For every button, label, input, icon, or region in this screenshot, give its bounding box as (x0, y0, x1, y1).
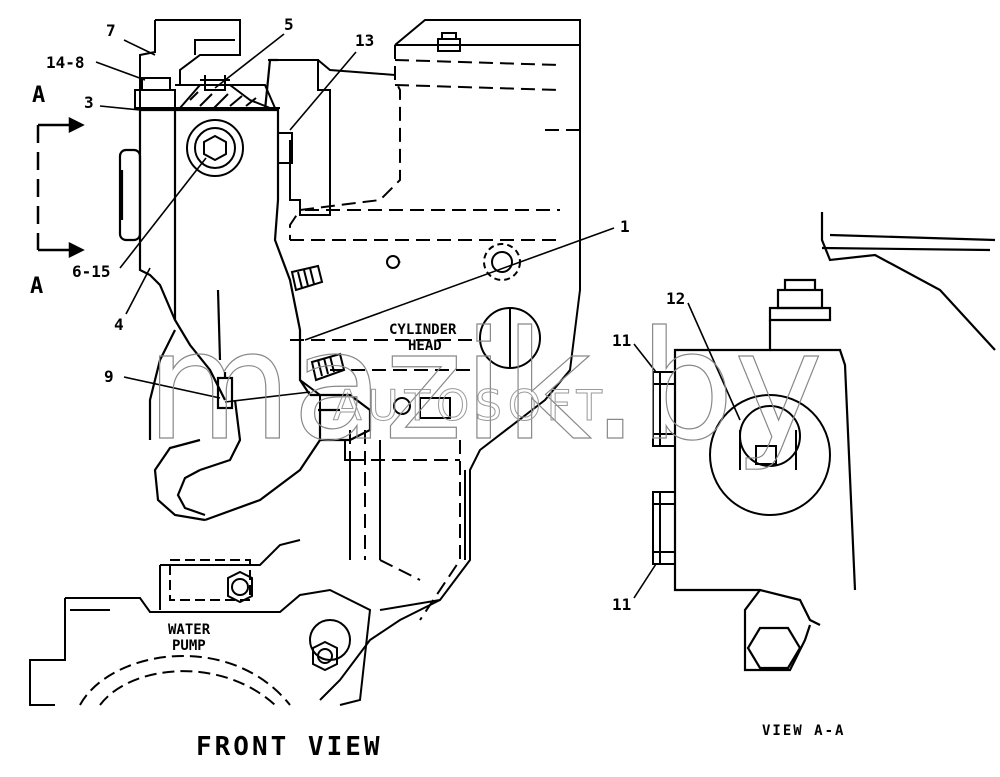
callout-14-8: 14-8 (46, 53, 85, 72)
note-cylinder: CYLINDER (389, 322, 457, 338)
note-water: WATER (168, 622, 211, 638)
view-aa-title: VIEW A-A (762, 723, 845, 739)
callout-6-15: 6-15 (72, 262, 111, 281)
callout-11-top: 11 (612, 331, 631, 350)
note-pump: PUMP (172, 638, 206, 654)
callout-9: 9 (104, 367, 114, 386)
callout-12: 12 (666, 289, 685, 308)
section-label-a-bottom: A (30, 274, 43, 299)
callout-5: 5 (284, 15, 294, 34)
section-label-a-top: A (32, 83, 45, 108)
callout-3: 3 (84, 93, 94, 112)
callout-11-bottom: 11 (612, 595, 631, 614)
callout-4: 4 (114, 315, 124, 334)
callout-1: 1 (620, 217, 630, 236)
callout-13: 13 (355, 31, 374, 50)
watermark-sub: AUTOSOFT (333, 381, 608, 430)
callout-7: 7 (106, 21, 116, 40)
front-view-title: FRONT VIEW (196, 732, 383, 762)
note-head: HEAD (408, 338, 442, 354)
watermark: mazik.by AUTOSOFT (146, 300, 823, 474)
